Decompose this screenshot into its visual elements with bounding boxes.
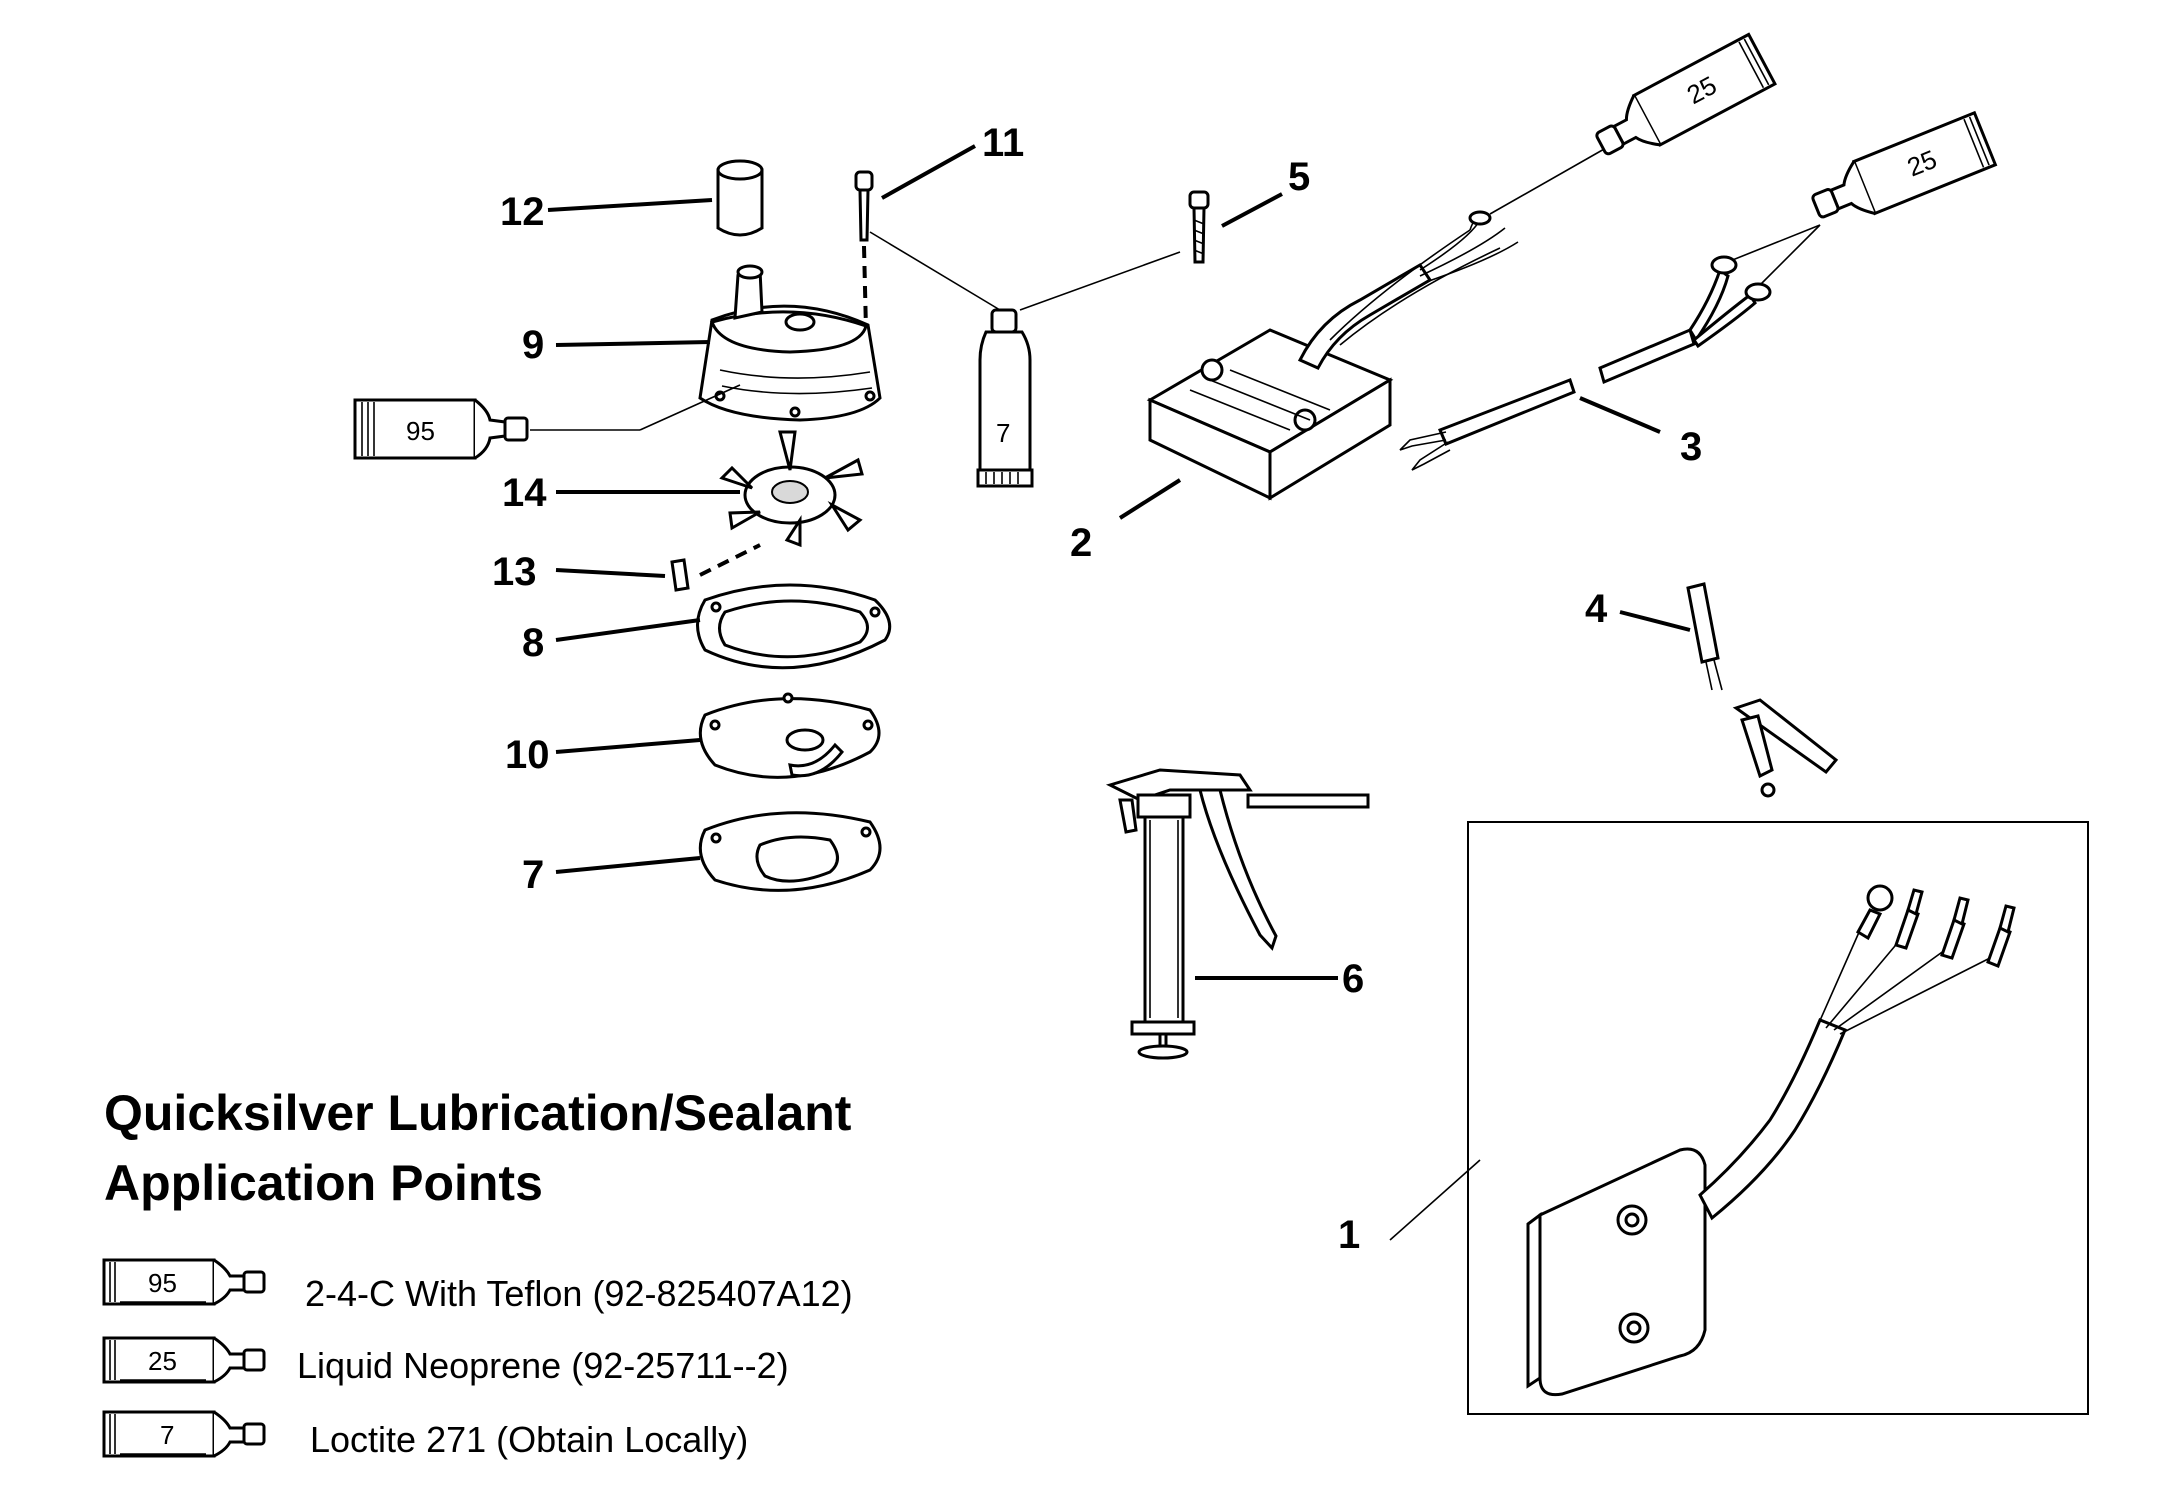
part-1-frame [1467, 821, 2089, 1415]
leader-12 [547, 198, 713, 212]
callout-8: 8 [522, 621, 544, 665]
legend-tube-95-num: 95 [148, 1268, 177, 1298]
part-13-key [670, 558, 690, 592]
legend-title-line2: Application Points [104, 1155, 543, 1211]
leader-8 [555, 618, 701, 642]
leader-7 [555, 856, 701, 874]
part-12-sleeve [716, 159, 764, 237]
leader-4 [1619, 610, 1691, 632]
part-2-rectifier [1146, 210, 1519, 501]
tube-7-pointer-5 [1019, 251, 1181, 311]
part-10-face-plate [698, 692, 881, 779]
callout-14: 14 [502, 471, 547, 515]
tube-95-pointer-2 [639, 384, 741, 431]
tube-25a-pointer [1489, 139, 1621, 215]
legend-tube-7-num: 7 [160, 1420, 174, 1450]
tube-25-right: 25 [1811, 110, 1998, 219]
tube-7: 7 [976, 308, 1034, 488]
tube-7-pointer-11 [869, 231, 1001, 311]
part-1-rectifier-assembly [1526, 884, 2016, 1397]
leader-9 [555, 340, 711, 347]
legend-text-7: Loctite 271 (Obtain Locally) [310, 1419, 748, 1460]
callout-2: 2 [1070, 521, 1092, 565]
tube-25b-pointer-1 [1719, 224, 1821, 266]
legend-tube-25-icon: 25 [102, 1336, 266, 1384]
leader-2 [1118, 478, 1182, 520]
leader-13 [555, 568, 666, 578]
part-11-screw [854, 170, 874, 331]
legend-text-95: 2-4-C With Teflon (92-825407A12) [305, 1273, 853, 1314]
callout-7: 7 [522, 853, 544, 897]
legend-item-95: 95 2-4-C With Teflon (92-825407A12) [102, 1258, 853, 1314]
callout-5: 5 [1288, 155, 1310, 199]
leader-3 [1579, 396, 1661, 434]
legend-tube-7-icon: 7 [102, 1410, 266, 1458]
callout-4: 4 [1585, 587, 1608, 631]
leader-5 [1221, 192, 1283, 228]
legend-item-25: 25 Liquid Neoprene (92-25711--2) [102, 1336, 789, 1386]
legend-tube-95-icon: 95 [102, 1258, 266, 1306]
part-7-gasket [698, 811, 882, 892]
leader-1 [1389, 1159, 1481, 1241]
tube-95-label: 95 [406, 416, 435, 446]
legend-tube-25-num: 25 [148, 1346, 177, 1376]
tube-25b-pointer-2 [1759, 224, 1821, 286]
part-3-harness [1399, 255, 1772, 471]
part-9-pump-housing [698, 264, 882, 422]
part-6-grease-gun [1105, 768, 1370, 1060]
callout-3: 3 [1680, 425, 1702, 469]
callout-12: 12 [500, 190, 545, 234]
tube-25-top: 25 [1595, 32, 1777, 156]
callout-10: 10 [505, 733, 550, 777]
tube-95: 95 [353, 398, 529, 460]
callout-11: 11 [982, 121, 1024, 165]
leader-10 [555, 738, 701, 754]
callout-13: 13 [492, 550, 537, 594]
legend-text-25: Liquid Neoprene (92-25711--2) [297, 1345, 789, 1386]
callout-9: 9 [522, 323, 544, 367]
tube-7-label: 7 [996, 418, 1010, 448]
legend-title-line1: Quicksilver Lubrication/Sealant [104, 1085, 852, 1141]
part-4-adapter [1686, 582, 1839, 798]
part-5-screw [1188, 190, 1210, 264]
legend-item-7: 7 Loctite 271 (Obtain Locally) [102, 1410, 748, 1460]
callout-1: 1 [1338, 1213, 1360, 1257]
leader-11 [881, 144, 976, 200]
callout-6: 6 [1342, 957, 1364, 1001]
part-8-gasket [696, 583, 892, 670]
part-14-impeller [719, 430, 864, 548]
part-13-dash [699, 543, 761, 577]
